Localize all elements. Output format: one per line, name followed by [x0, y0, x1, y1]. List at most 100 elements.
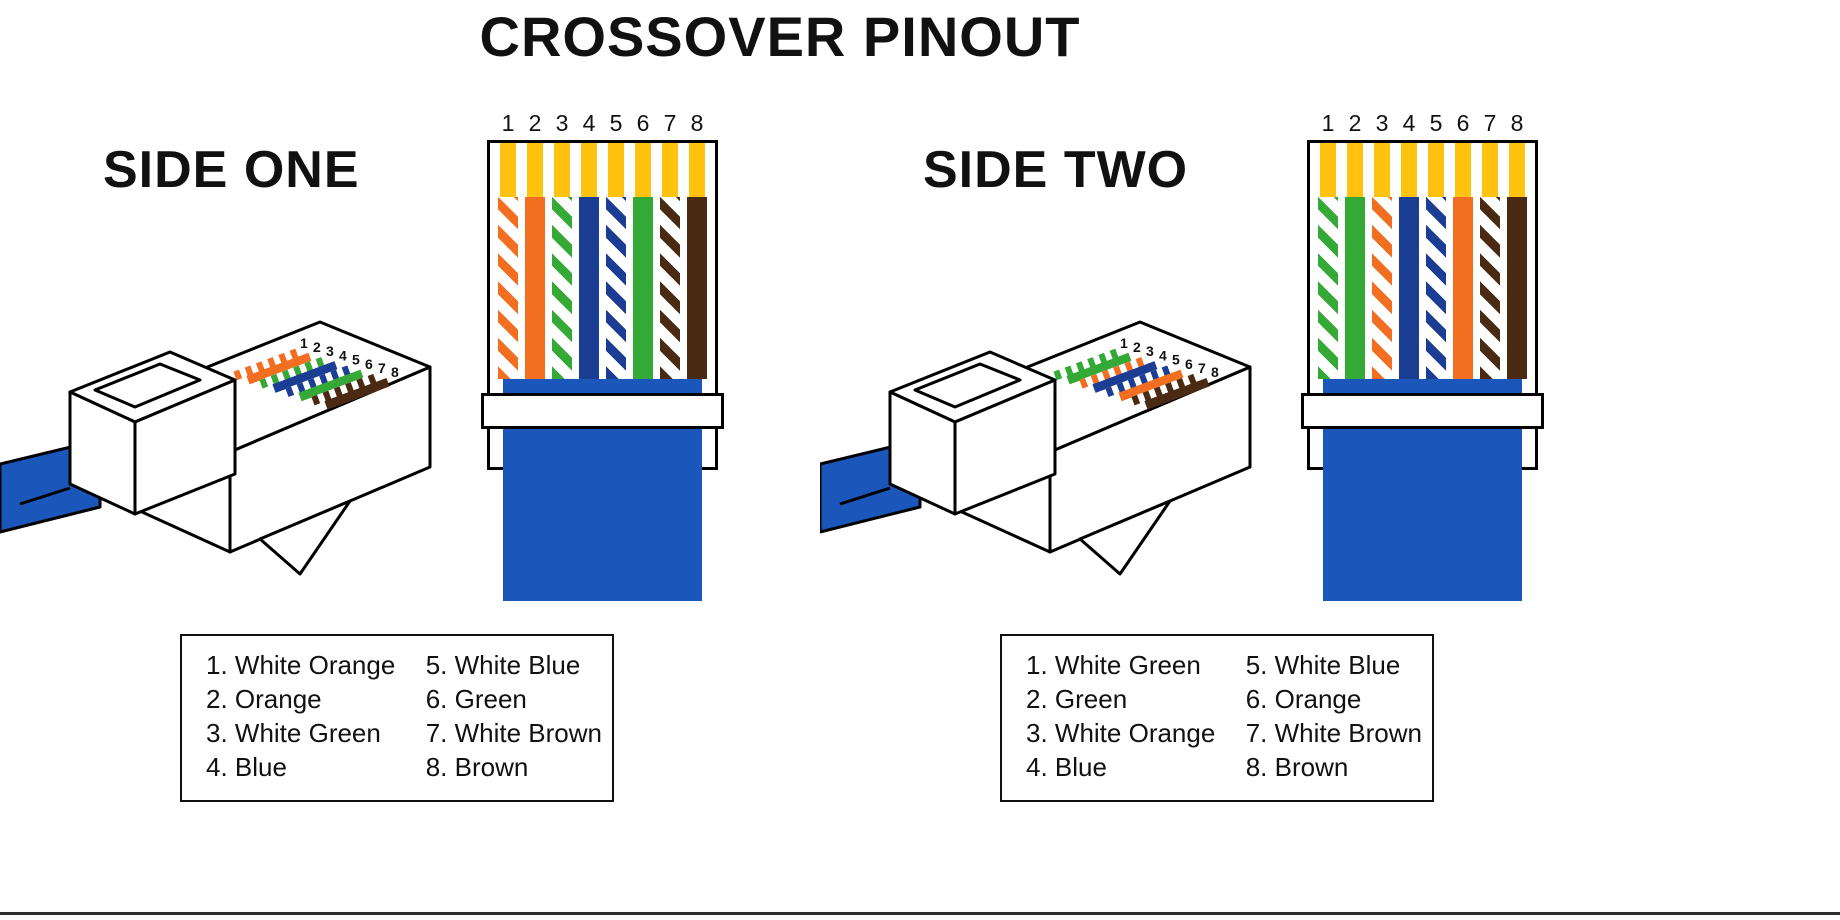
wire3d-brown: 8 — [1144, 364, 1219, 410]
wire-green — [1345, 197, 1365, 379]
gold-pin-contact — [554, 143, 570, 197]
pin-number-label: 5 — [609, 110, 623, 136]
legend-item: 6. Green — [425, 684, 527, 714]
pin-column — [1480, 143, 1500, 379]
wire-orange — [525, 197, 545, 379]
wire-brown — [1507, 197, 1527, 379]
gold-pin-contact — [500, 143, 516, 197]
wire-white-brown — [1480, 197, 1500, 379]
wire-white-green — [1318, 197, 1338, 379]
pin-number-label: 8 — [1510, 110, 1524, 136]
wire3d-white-green: 3 — [259, 343, 334, 389]
wire3d-number: 8 — [1211, 364, 1219, 380]
legend-item: 5. White Blue — [425, 650, 581, 680]
legend-item: 7. White Brown — [425, 718, 602, 748]
gold-pin-contact — [1482, 143, 1498, 197]
boot-latch-window — [913, 362, 1022, 409]
pin-number-label: 3 — [1375, 110, 1389, 136]
wire3d-white-blue: 5 — [1105, 352, 1180, 398]
pin-number-label: 4 — [582, 110, 596, 136]
wire3d-white-brown: 7 — [1131, 360, 1206, 406]
side-one-label: SIDE ONE — [103, 141, 360, 199]
pin-number-label: 7 — [663, 110, 677, 136]
pin-number-label: 2 — [528, 110, 542, 136]
pin-column — [1507, 143, 1527, 379]
boot-side-face — [133, 378, 237, 516]
wire3d-number: 7 — [378, 360, 386, 376]
wire3d-orange: 6 — [1118, 356, 1193, 402]
wire3d-number: 4 — [339, 347, 347, 363]
wire3d-number: 3 — [1146, 343, 1154, 359]
wire3d-white-brown: 7 — [311, 360, 386, 406]
wire-white-orange — [1372, 197, 1392, 379]
pin-column — [1399, 143, 1419, 379]
gold-pin-contact — [581, 143, 597, 197]
legend-item: 8. Brown — [1245, 752, 1349, 782]
gold-pin-contact — [1509, 143, 1525, 197]
gold-pin-contact — [635, 143, 651, 197]
wire-orange — [1453, 197, 1473, 379]
pin-column — [687, 143, 707, 379]
wire-white-blue — [1426, 197, 1446, 379]
wire3d-white-orange: 1 — [233, 335, 308, 381]
pin-number-label: 6 — [1456, 110, 1470, 136]
pin-column — [579, 143, 599, 379]
wire3d-number: 6 — [365, 356, 373, 372]
wire3d-green: 6 — [298, 356, 373, 402]
pin-number-label: 7 — [1483, 110, 1497, 136]
pin-column — [1453, 143, 1473, 379]
legend-item: 1. White Green — [1026, 650, 1201, 680]
pin-column — [552, 143, 572, 379]
legend-item: 3. White Orange — [1026, 718, 1216, 748]
side-two-label: SIDE TWO — [923, 141, 1189, 199]
legend-item: 4. Blue — [1026, 752, 1107, 782]
legend-item: 7. White Brown — [1245, 718, 1422, 748]
wire-white-orange — [498, 197, 518, 379]
wire3d-orange: 2 — [246, 339, 321, 385]
pin-number-label: 3 — [555, 110, 569, 136]
wire-green — [633, 197, 653, 379]
pin-number-label: 8 — [690, 110, 704, 136]
pin-column — [1345, 143, 1365, 379]
pins-and-wires — [490, 143, 715, 379]
legend-item: 1. White Orange — [206, 650, 396, 680]
wire3d-white-orange: 3 — [1079, 343, 1154, 389]
pins-and-wires — [1310, 143, 1535, 379]
gold-pin-contact — [1455, 143, 1471, 197]
cable-crease — [19, 486, 71, 506]
legend-item: 5. White Blue — [1245, 650, 1401, 680]
cable-crease — [839, 486, 891, 506]
page-title: CROSSOVER PINOUT — [479, 5, 1081, 68]
wire3d-number: 6 — [1185, 356, 1193, 372]
wire3d-number: 1 — [1120, 335, 1128, 351]
pin-column — [525, 143, 545, 379]
wire-blue — [579, 197, 599, 379]
plug-front-outline — [1301, 140, 1544, 601]
wire3d-number: 4 — [1159, 347, 1167, 363]
wire3d-number: 1 — [300, 335, 308, 351]
wire3d-number: 3 — [326, 343, 334, 359]
pin-column — [1426, 143, 1446, 379]
pin-number-label: 1 — [501, 110, 515, 136]
wire-white-green — [552, 197, 572, 379]
legend-item: 6. Orange — [1245, 684, 1362, 714]
wire-brown — [687, 197, 707, 379]
legend-item: 3. White Green — [206, 718, 381, 748]
gold-pin-contact — [1401, 143, 1417, 197]
wire3d-white-blue: 5 — [285, 352, 360, 398]
wire3d-brown: 8 — [324, 364, 399, 410]
